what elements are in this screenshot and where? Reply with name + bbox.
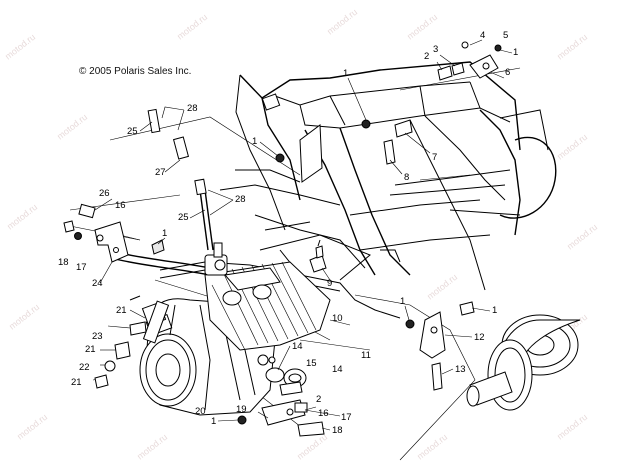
spark-plug-9 [309, 239, 327, 273]
callout-2: 2 [424, 51, 429, 62]
callout-25: 25 [178, 212, 189, 223]
callout-27: 27 [155, 167, 166, 178]
callout-7: 7 [432, 152, 437, 163]
callout-28: 28 [235, 194, 246, 205]
callout-21: 21 [116, 305, 127, 316]
callout-17: 17 [341, 412, 352, 423]
callout-18: 18 [332, 425, 343, 436]
fuel-hose [114, 108, 214, 276]
callout-2: 2 [316, 394, 321, 405]
callout-14: 14 [332, 364, 343, 375]
watermark: motod.ru [555, 132, 589, 162]
callout-21: 21 [85, 344, 96, 355]
fittings-left [94, 295, 147, 389]
callout-9: 9 [327, 278, 332, 289]
callout-1: 1 [513, 47, 518, 58]
exhaust-clamp [265, 367, 307, 396]
bracket-24 [63, 203, 165, 263]
callout-25: 25 [127, 126, 138, 137]
drive-clutch [466, 314, 581, 411]
callout-23: 23 [92, 331, 103, 342]
callout-21: 21 [71, 377, 82, 388]
callout-12: 12 [474, 332, 485, 343]
watermark: motod.ru [555, 412, 589, 442]
watermark: motod.ru [135, 432, 169, 462]
callout-19: 19 [236, 404, 247, 415]
callout-17: 17 [76, 262, 87, 273]
callout-1: 1 [492, 305, 497, 316]
mount-parts-top-right [437, 41, 502, 81]
watermark: motod.ru [5, 202, 39, 232]
callout-20: 20 [195, 406, 206, 417]
callout-14: 14 [292, 341, 303, 352]
watermark: motod.ru [325, 7, 359, 37]
watermark: motod.ru [425, 272, 459, 302]
callout-leaders [94, 39, 513, 431]
callout-labels: 1 1 1 1 1 1 1 2 2 3 4 5 6 7 8 9 10 11 12… [58, 30, 518, 436]
callout-11: 11 [361, 350, 371, 361]
frame-hardware [275, 119, 413, 165]
callout-18: 18 [58, 257, 69, 268]
callout-24: 24 [92, 278, 103, 289]
callout-1: 1 [162, 228, 167, 239]
callout-10: 10 [332, 313, 343, 324]
engine [139, 242, 331, 416]
callout-1: 1 [400, 296, 405, 307]
watermark: motod.ru [175, 12, 209, 42]
watermark: motod.ru [7, 302, 41, 332]
watermark: motod.ru [555, 32, 589, 62]
watermark: motod.ru [3, 32, 37, 62]
watermark: motod.ru [405, 12, 439, 42]
callout-15: 15 [306, 358, 317, 369]
frame [159, 61, 557, 319]
callout-1: 1 [252, 136, 257, 147]
watermark: motod.ru [55, 112, 89, 142]
callout-6: 6 [505, 67, 510, 78]
callout-8: 8 [404, 172, 409, 183]
callout-26: 26 [99, 188, 110, 199]
callout-1: 1 [211, 416, 216, 427]
bracket-bottom [237, 399, 325, 437]
callout-4: 4 [480, 30, 485, 41]
callout-28: 28 [187, 103, 198, 114]
callout-16: 16 [115, 200, 126, 211]
callout-5: 5 [503, 30, 508, 41]
callout-22: 22 [79, 362, 90, 373]
callout-1: 1 [343, 68, 348, 79]
watermark: motod.ru [415, 432, 449, 462]
watermark: motod.ru [15, 412, 49, 442]
watermark: motod.ru [565, 222, 599, 252]
copyright-notice: © 2005 Polaris Sales Inc. [79, 66, 192, 77]
callout-13: 13 [455, 364, 466, 375]
callout-16: 16 [318, 408, 329, 419]
callout-3: 3 [433, 44, 438, 55]
bracket-12 [405, 301, 475, 391]
